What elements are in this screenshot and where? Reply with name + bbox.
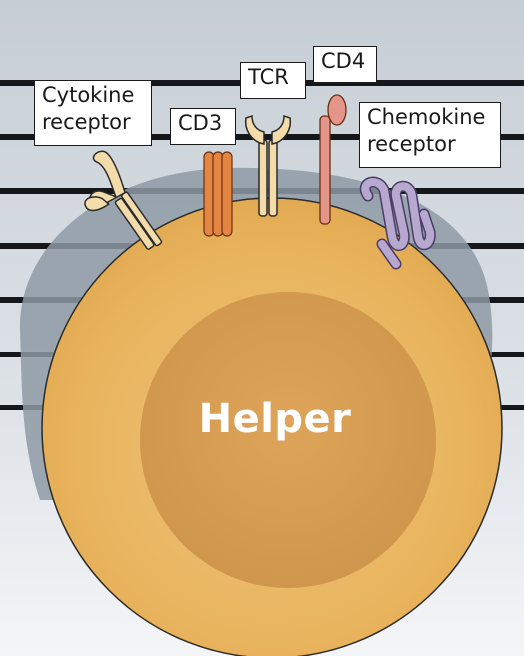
- label-line: TCR: [248, 65, 289, 89]
- label-line: CD3: [178, 111, 223, 135]
- label-line: receptor: [367, 132, 456, 156]
- chemokine-receptor-shape: [359, 176, 436, 270]
- label-cytokine-receptor: Cytokine receptor: [34, 80, 152, 146]
- label-line: Cytokine: [42, 83, 135, 107]
- label-cd4: CD4: [313, 46, 377, 83]
- cd4-shape: [319, 94, 347, 225]
- cytokine-receptor-shape: [84, 150, 163, 250]
- cell-nucleus: [140, 292, 436, 588]
- label-line: CD4: [321, 49, 366, 73]
- label-tcr: TCR: [240, 62, 306, 99]
- label-chemokine-receptor: Chemokine receptor: [359, 102, 501, 168]
- label-cd3: CD3: [170, 108, 236, 145]
- label-line: Chemokine: [367, 105, 486, 129]
- tcr-shape: [244, 114, 292, 217]
- cd3-shape: [203, 151, 233, 237]
- cell-type-label: Helper: [198, 396, 352, 442]
- label-line: receptor: [42, 110, 131, 134]
